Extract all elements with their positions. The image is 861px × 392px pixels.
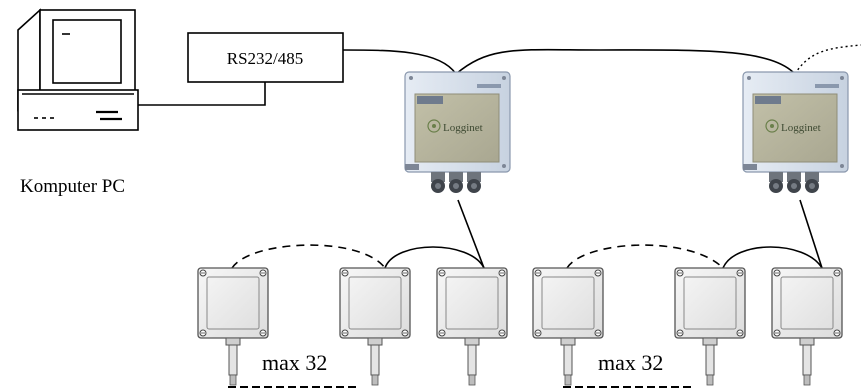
logger-2-brand: Logginet: [781, 122, 821, 134]
logginet-logo-icon: [427, 119, 441, 133]
logger-1-cable-glands-icon: [431, 172, 481, 193]
cables: [138, 44, 861, 269]
sensors: [197, 267, 843, 386]
sensor-group-2-solid-link: [722, 246, 823, 269]
sensor-device-3: [436, 267, 508, 386]
pc-label: Komputer PC: [20, 176, 125, 197]
sensor-group-2-label: max 32: [598, 350, 663, 375]
logger-1-to-sensor-3-cable: [457, 199, 485, 269]
sensor-device-5: [674, 267, 746, 386]
bus-cable-continuation: [794, 44, 861, 75]
logginet-logo-icon: [765, 119, 779, 133]
sensor-device-2: [339, 267, 411, 386]
sensor-group-1-dashed-link: [231, 244, 386, 269]
pc-to-converter-cable: [138, 82, 266, 106]
bus-cable-converter-to-logger-1: [342, 49, 457, 75]
logger-device-1: Logginet: [404, 71, 511, 193]
converter-label: RS232/485: [227, 49, 304, 68]
logger-device-2: Logginet: [742, 71, 849, 193]
sensor-device-6: [771, 267, 843, 386]
sensor-group-2-dashed-link: [566, 244, 724, 269]
bus-cable-logger-1-to-logger-2: [455, 48, 796, 75]
rs232-485-converter: RS232/485: [187, 32, 344, 83]
logger-1-brand: Logginet: [443, 122, 483, 134]
sensor-device-4: [532, 267, 604, 386]
sensor-device-1: [197, 267, 269, 386]
logger-2-to-sensor-6-cable: [799, 199, 823, 269]
sensor-group-1-label: max 32: [262, 350, 327, 375]
logger-2-cable-glands-icon: [769, 172, 819, 193]
sensor-group-1-solid-link: [384, 246, 485, 269]
computer-pc-icon: [17, 8, 139, 131]
